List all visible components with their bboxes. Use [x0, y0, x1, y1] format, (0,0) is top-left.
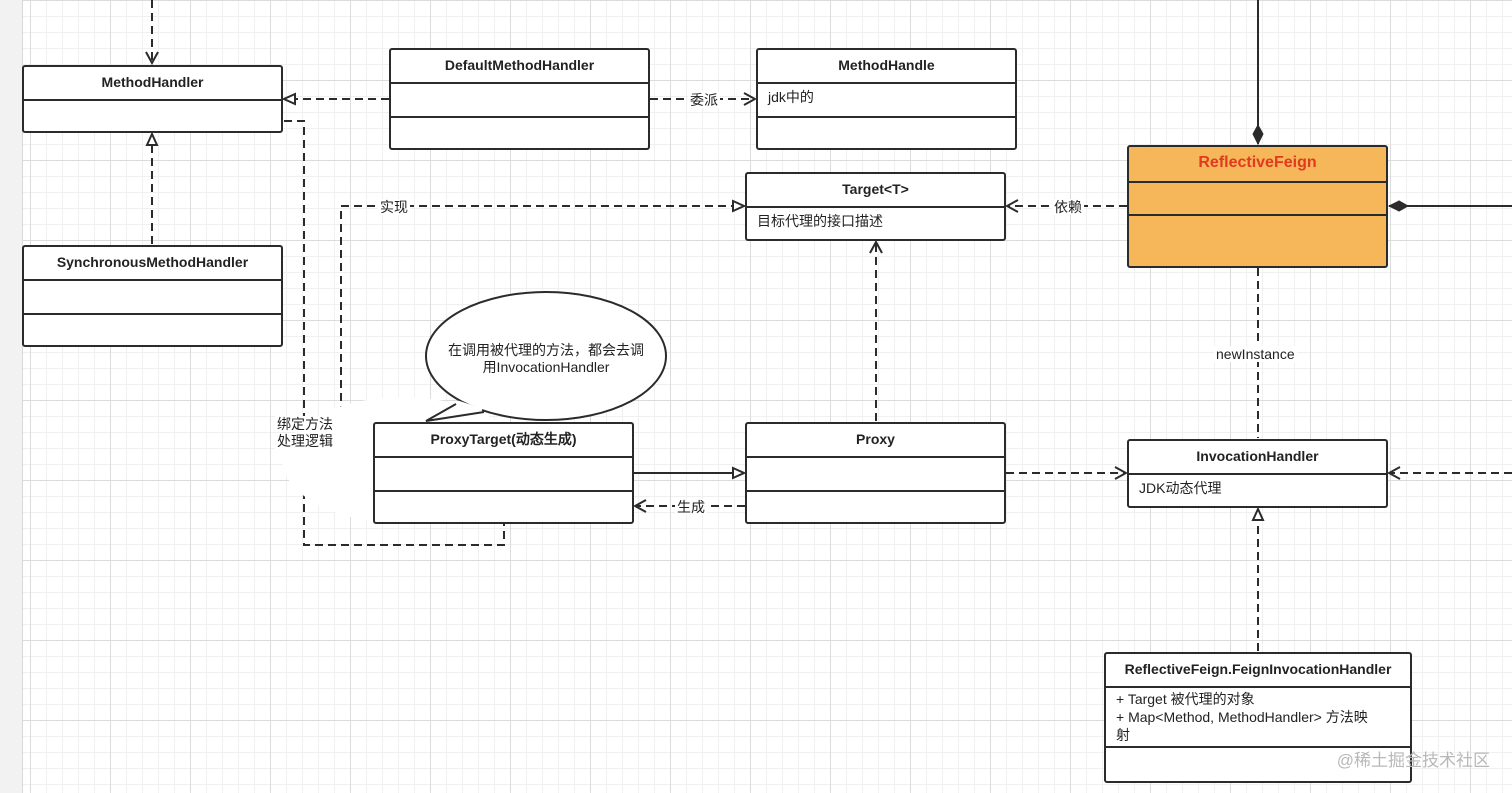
class-name: MethodHandle	[758, 50, 1015, 84]
class-attributes	[24, 281, 281, 315]
class-attributes: JDK动态代理	[1139, 480, 1222, 496]
label-implement: 实现	[378, 199, 410, 215]
label-depend: 依赖	[1052, 199, 1084, 215]
class-method-handler[interactable]: MethodHandler	[22, 65, 283, 133]
class-name: Proxy	[747, 424, 1004, 458]
attr-line: + Target 被代理的对象	[1116, 691, 1255, 707]
label-generate: 生成	[675, 499, 707, 515]
class-invocation-handler[interactable]: InvocationHandler JDK动态代理	[1127, 439, 1388, 508]
attr-line: 射	[1116, 727, 1130, 743]
class-attributes	[747, 458, 1004, 492]
label-delegate: 委派	[688, 92, 720, 108]
note-line1: 在调用被代理的方法，都会去调	[448, 342, 644, 358]
class-attributes	[375, 458, 632, 492]
class-proxy-target[interactable]: ProxyTarget(动态生成)	[373, 422, 634, 524]
class-name: ProxyTarget(动态生成)	[375, 424, 632, 458]
class-attributes	[1129, 183, 1386, 216]
label-new-instance: newInstance	[1214, 346, 1297, 362]
class-reflective-feign[interactable]: ReflectiveFeign	[1127, 145, 1388, 268]
class-name: MethodHandler	[24, 67, 281, 101]
class-name: ReflectiveFeign.FeignInvocationHandler	[1106, 654, 1410, 688]
class-name: SynchronousMethodHandler	[24, 247, 281, 281]
watermark: @稀土掘金技术社区	[1336, 751, 1490, 770]
class-name: Target<T>	[747, 174, 1004, 208]
class-attributes: jdk中的	[758, 84, 1015, 118]
label-bind-line2: 处理逻辑	[275, 433, 335, 449]
class-attributes: 目标代理的接口描述	[757, 213, 883, 229]
label-bind-line1: 绑定方法	[275, 416, 335, 432]
class-attributes: + Target 被代理的对象 + Map<Method, MethodHand…	[1106, 688, 1410, 748]
class-synchronous-method-handler[interactable]: SynchronousMethodHandler	[22, 245, 283, 347]
note-line2: 用InvocationHandler	[482, 359, 610, 375]
class-proxy[interactable]: Proxy	[745, 422, 1006, 524]
class-feign-invocation-handler[interactable]: ReflectiveFeign.FeignInvocationHandler +…	[1104, 652, 1412, 783]
class-name: DefaultMethodHandler	[391, 50, 648, 84]
class-attributes	[391, 84, 648, 118]
class-name: ReflectiveFeign	[1129, 147, 1386, 183]
class-default-method-handler[interactable]: DefaultMethodHandler	[389, 48, 650, 150]
attr-line: + Map<Method, MethodHandler> 方法映	[1116, 709, 1368, 725]
canvas-left-rail	[0, 0, 23, 793]
class-method-handle[interactable]: MethodHandle jdk中的	[756, 48, 1017, 150]
class-name: InvocationHandler	[1129, 441, 1386, 475]
class-target[interactable]: Target<T> 目标代理的接口描述	[745, 172, 1006, 241]
edge-bind-logic	[284, 120, 505, 546]
